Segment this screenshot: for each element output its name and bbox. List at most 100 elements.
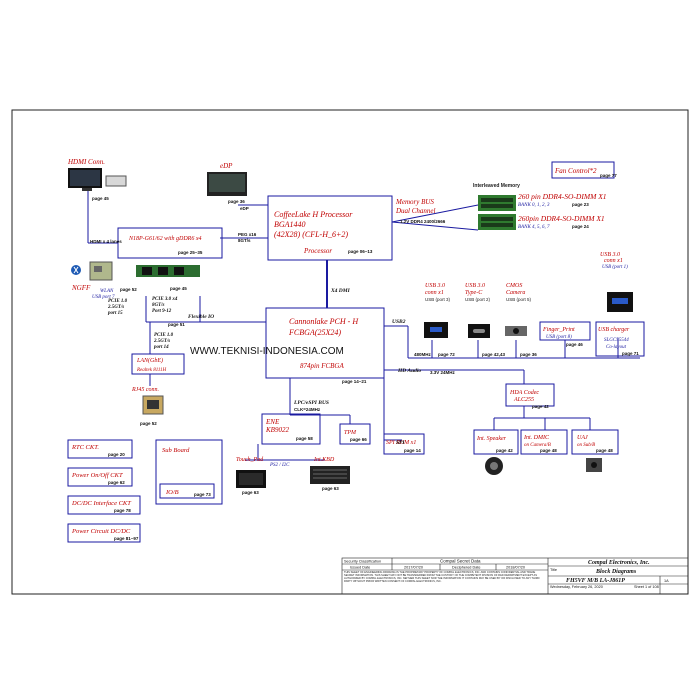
power-title-1: RTC CKT. [71,444,99,451]
bluetooth-icon [71,265,81,275]
company-name: Compal Electronics, Inc. [588,560,650,566]
pch-page: page 14~21 [342,379,367,384]
lan-port: port 14 [153,345,169,350]
usb3-port-icon [424,322,448,338]
finger-box [539,321,591,341]
title-block [341,557,689,595]
usb-charger-port-icon [607,292,633,312]
pch-box [265,307,385,379]
subboard-title: Sub Board [162,447,190,454]
codec-title-1: HDA Codec [509,390,539,396]
spirom-page: page 14 [404,448,421,453]
dmic-box [520,429,568,455]
rj45-title: RJ45 conn. [131,386,159,393]
ssd-pcie: PCIE 3.0 x4 [152,297,178,302]
pch-title-3: 874pin FCBGA [300,362,344,370]
audio-jack-icon [586,458,602,472]
usbc-title-1: USB 3.0 [465,283,485,289]
rev-value: 1A [664,579,669,583]
edp-panel-icon [207,172,247,196]
gpu-gts: 8GT/s [238,238,251,243]
sec-value: Compal Secret Data [440,559,481,564]
subboard-box [155,439,223,505]
wlan-pcie: PCIE 1.0 [108,299,128,304]
rj45-jack-icon [142,395,164,415]
dmic-page: page 48 [540,448,557,453]
usb3a-port: USB (port 3) [425,297,451,302]
tpm-box [339,423,371,445]
usbchg-sub-2: Co-layout [606,345,627,350]
title-label: Title [550,568,557,572]
power-title-3: DC/DC Interface CKT [71,500,131,507]
iob-page: page 73 [194,492,211,497]
cpu-title-3: (42X28) (CFL-H_6+2) [274,230,348,239]
usbc-title-2: Type-C [465,290,483,296]
usb3a-title-2: conn x1 [425,290,444,296]
memory-bus-label: Memory BUS [395,198,434,206]
power-page-1: page 20 [108,452,125,457]
finger-title: Finger_Print [542,327,575,333]
iob-box [159,483,215,499]
power-box-1 [67,439,133,459]
speaker-page: page 42 [496,448,513,453]
cpu-page: page 06~13 [348,249,373,254]
power-box-2 [67,467,133,487]
usbchg-sub-1: SLGC55544 [604,338,629,343]
power-title-4: Power Circuit DC/DC [71,528,131,535]
dimm-2-label: 260pin DDR4-SO-DIMM X1 [518,214,605,223]
power-page-3: page 78 [114,508,131,513]
document-number: FH5VF M/B LA-J861P [566,578,625,584]
cmos-port: USB (port 5) [506,297,532,302]
cpu-title-4: Processor [303,247,332,255]
uaj-title-2: on Sub/B [577,443,595,448]
touchpad-sub: PS2 / I2C [269,463,290,468]
usbchg-top-1: USB 3.0 [600,252,620,258]
sheet-value: Sheet 1 of 108 [634,585,659,589]
deciphered-date: 2018/07/20 [506,566,525,570]
lan-title-2: Realtek 8111H [136,368,166,373]
lpc-label: LPC/eSPI BUS [293,400,329,406]
pch-title-1: Cannonlake PCH - H [289,317,359,326]
hda-volt: 3.3V 24MHz [430,370,456,375]
mem-line-2 [391,221,479,231]
gpu-label: N18P-G61/62 with gDDR6 x4 [128,235,202,242]
fan-title: Fan Control*2 [554,167,597,175]
ssd-page: page 45 [170,286,187,291]
notice-wrap: THIS SHEET OF ENGINEERING DRAWING IS THE… [344,571,539,583]
hdmi-title: HDMI Conn. [67,158,105,166]
iob-title: IO/B [165,489,179,496]
dmic-title-2: on Camera/B [524,443,551,448]
ene-box [261,413,321,445]
usb2-label: USB2 [392,319,406,325]
dimm-2-icon [478,214,516,230]
signal-lines [87,190,640,461]
touchpad-icon [236,470,266,488]
touchpad-page: page 63 [242,490,259,495]
hdmi-lanes: HDMI x 4 lanes [90,239,122,244]
dimm-2-page: page 24 [572,224,589,229]
hdmi-page: page 45 [92,196,109,201]
usbc-port-icon [468,324,490,338]
memory-channel-label: Dual Channel [395,207,436,215]
watermark-text: WWW.TEKNISI-INDONESIA.COM [190,346,344,357]
usbchg-top-3: USB (port 1) [602,265,628,270]
sheet-title: Block Diagrams [595,569,637,575]
cpu-title-1: CoffeeLake H Processor [274,210,353,219]
cmos-page: page 36 [520,352,537,357]
power-page-4: page 81~97 [114,536,139,541]
codec-title-2: ALC255 [513,397,534,403]
finger-page: page 46 [566,342,583,347]
ene-title-1: ENE [265,418,280,426]
power-page-2: page 62 [108,480,125,485]
finger-sub: USB (port 8) [546,335,572,340]
lpc-clk: CLK=24MHz [294,407,321,412]
speaker-box [473,429,519,455]
codec-page: page 42 [532,404,549,409]
edp-page: page 36 [228,199,245,204]
mem-line-1 [391,204,479,223]
bank-1-label: BANK 0, 1, 2, 3 [518,203,550,208]
date-value: Wednesday, February 26, 2020 [550,585,603,589]
usb3a-page: page 72 [438,352,455,357]
hdmi-monitor-icon [68,168,127,191]
